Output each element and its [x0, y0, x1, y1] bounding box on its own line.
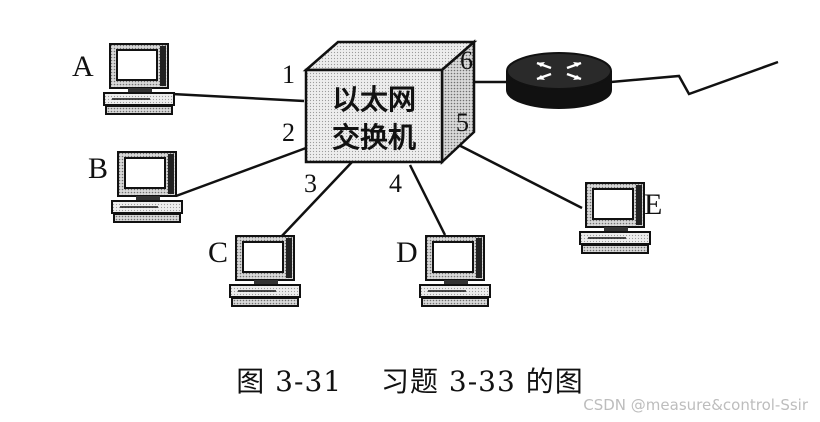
wan-link — [610, 60, 779, 96]
switch-label-line2: 交换机 — [332, 121, 416, 154]
watermark: CSDN @measure&control-Ssir — [583, 396, 808, 414]
host-label-c: C — [208, 236, 228, 269]
port-label-1: 1 — [282, 60, 295, 89]
port-label-2: 2 — [282, 118, 295, 147]
figure-caption: 图 3-31 习题 3-33 的图 — [236, 365, 584, 398]
computer-a-icon — [103, 43, 175, 115]
host-label-a: A — [72, 50, 94, 83]
switch-label-line1: 以太网 — [332, 83, 416, 116]
host-label-d: D — [396, 236, 418, 269]
ethernet-switch: 以太网 交换机 — [302, 39, 478, 165]
host-label-e: E — [644, 188, 662, 221]
cable-d — [408, 164, 447, 236]
computer-c-icon — [229, 235, 301, 307]
computer-e-icon — [579, 182, 651, 254]
cable-b — [175, 146, 307, 198]
port-label-4: 4 — [389, 169, 402, 198]
cable-a — [171, 92, 305, 103]
port-label-5: 5 — [456, 108, 469, 137]
router-icon — [506, 52, 612, 109]
port-label-3: 3 — [304, 169, 317, 198]
cable-e — [442, 135, 583, 210]
computer-d-icon — [419, 235, 491, 307]
port-label-6: 6 — [460, 46, 473, 75]
computer-b-icon — [111, 151, 183, 223]
host-label-b: B — [88, 152, 108, 185]
cable-c — [279, 161, 353, 239]
